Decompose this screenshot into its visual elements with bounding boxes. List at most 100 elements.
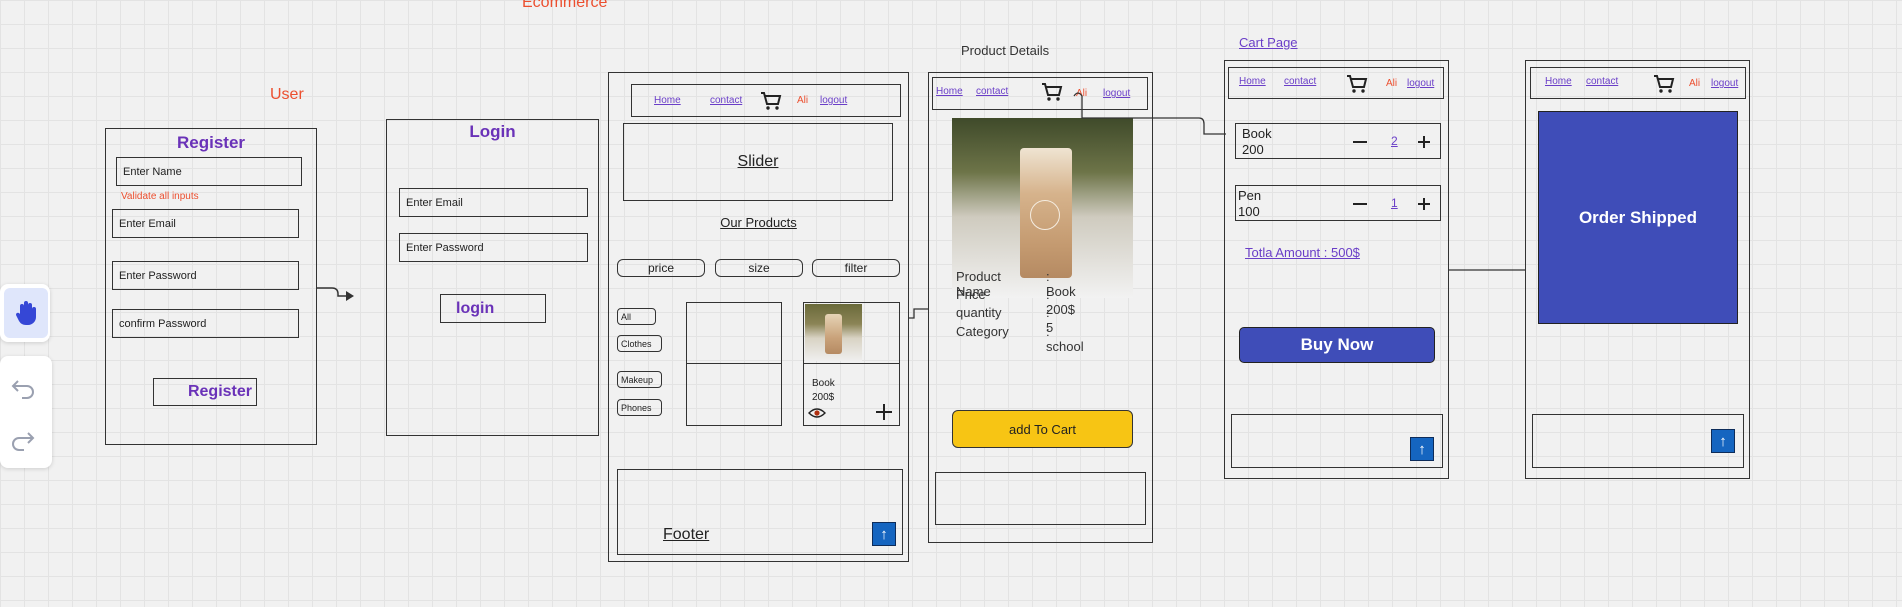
cart-nav-contact[interactable]: contact <box>1284 76 1317 87</box>
home-footer: Footer ↑ <box>617 469 903 555</box>
register-button[interactable]: Register <box>153 378 257 406</box>
email-field[interactable]: Enter Email <box>112 209 299 238</box>
nav-home-link[interactable]: Home <box>654 95 681 106</box>
product-image <box>952 118 1133 298</box>
footer-label: Footer <box>663 526 710 543</box>
shipped-nav-logout[interactable]: logout <box>1711 78 1739 89</box>
detail-label: quantity <box>956 305 1002 320</box>
home-frame: Home contact Ali logout Slider Our Produ… <box>608 72 909 562</box>
detail-value: : 5 <box>1046 305 1054 335</box>
shipped-scroll-top-button[interactable]: ↑ <box>1711 429 1735 453</box>
cart-navbar: Home contact Ali logout <box>1228 67 1444 99</box>
card-price: 200$ <box>812 392 835 403</box>
shipped-nav-home[interactable]: Home <box>1545 76 1572 87</box>
our-products-heading: Our Products <box>720 215 797 230</box>
cart-footer: ↑ <box>1231 414 1443 468</box>
detail-value: : Book <box>1046 269 1076 299</box>
card-divider <box>804 363 899 364</box>
details-nav-contact[interactable]: contact <box>976 86 1009 97</box>
login-title: Login <box>469 122 516 141</box>
validate-note: Validate all inputs <box>121 191 199 202</box>
cart-item-price: 200 <box>1242 142 1264 157</box>
product-grid-placeholder <box>686 302 782 426</box>
category-clothes[interactable]: Clothes <box>617 335 662 352</box>
detail-label: Category <box>956 324 1009 339</box>
confirm-password-field[interactable]: confirm Password <box>112 309 299 338</box>
password-field[interactable]: Enter Password <box>112 261 299 290</box>
minus-icon[interactable] <box>1353 201 1367 207</box>
detail-label: Price <box>956 287 986 302</box>
arrow-up-icon: ↑ <box>1418 440 1426 458</box>
buy-now-button[interactable]: Buy Now <box>1239 327 1435 363</box>
login-email-field[interactable]: Enter Email <box>399 188 588 217</box>
order-shipped-message: Order Shipped <box>1578 207 1698 227</box>
cart-to-shipped-connector <box>1448 269 1526 271</box>
hand-tool-button[interactable] <box>4 288 48 338</box>
cart-icon[interactable] <box>760 91 782 111</box>
shipped-footer: ↑ <box>1532 414 1744 468</box>
card-name: Book <box>812 378 835 389</box>
filter-button[interactable]: filter <box>812 259 900 277</box>
category-phones[interactable]: Phones <box>617 399 662 416</box>
cart-item-name: Pen <box>1238 188 1262 203</box>
login-password-field[interactable]: Enter Password <box>399 233 588 262</box>
left-toolbar <box>0 284 50 342</box>
ecommerce-heading: Ecommerce <box>522 0 608 11</box>
cart-item-name: Book <box>1242 126 1272 141</box>
details-footer <box>935 472 1146 525</box>
size-filter-button[interactable]: size <box>715 259 803 277</box>
login-button[interactable]: login <box>440 294 546 323</box>
arrow-up-icon: ↑ <box>880 525 888 543</box>
order-shipped-panel: Order Shipped <box>1538 111 1738 324</box>
cart-icon[interactable] <box>1346 74 1368 94</box>
category-makeup[interactable]: Makeup <box>617 371 662 388</box>
details-nav-logout[interactable]: logout <box>1103 88 1131 99</box>
details-frame: Home contact Ali logout Product Name : Bo… <box>928 72 1153 543</box>
undo-icon[interactable] <box>10 378 36 399</box>
minus-icon[interactable] <box>1353 139 1367 145</box>
home-navbar: Home contact Ali logout <box>631 84 901 117</box>
home-to-details-connector <box>908 308 928 319</box>
detail-label: Product Name <box>956 269 1001 299</box>
details-to-cart-connector <box>1073 92 1226 135</box>
plus-icon[interactable] <box>1418 136 1430 148</box>
plus-icon[interactable] <box>875 403 893 421</box>
details-nav-home[interactable]: Home <box>936 86 963 97</box>
shipped-navbar: Home contact Ali logout <box>1530 67 1746 99</box>
add-to-cart-button[interactable]: add To Cart <box>952 410 1133 448</box>
cart-page-heading[interactable]: Cart Page <box>1239 35 1298 50</box>
cart-item-price: 100 <box>1238 204 1260 219</box>
register-title: Register <box>176 133 246 152</box>
cart-icon[interactable] <box>1653 74 1675 94</box>
login-frame: Login Enter Email Enter Password login <box>386 119 599 436</box>
slider: Slider <box>623 123 893 201</box>
shipped-nav-contact[interactable]: contact <box>1586 76 1619 87</box>
name-field[interactable]: Enter Name <box>116 157 302 186</box>
cart-nav-home[interactable]: Home <box>1239 76 1266 87</box>
cart-nav-logout[interactable]: logout <box>1407 78 1435 89</box>
details-navbar: Home contact Ali logout <box>932 77 1148 110</box>
cart-frame: Home contact Ali logout Book 200 2 Pen 1… <box>1224 60 1449 479</box>
shipped-nav-user: Ali <box>1689 78 1701 89</box>
drink-logo <box>1030 200 1060 230</box>
drink-glass <box>825 314 842 354</box>
nav-contact-link[interactable]: contact <box>710 95 743 106</box>
nav-user-name: Ali <box>797 95 809 106</box>
redo-icon[interactable] <box>10 430 36 451</box>
product-card[interactable]: Book 200$ <box>803 302 900 426</box>
price-filter-button[interactable]: price <box>617 259 705 277</box>
grid-divider <box>687 363 781 364</box>
detail-value: : school <box>1046 324 1084 354</box>
eye-icon[interactable] <box>808 407 826 419</box>
cart-icon[interactable] <box>1041 82 1063 102</box>
register-frame: Register Enter Name Validate all inputs … <box>105 128 317 445</box>
shipped-frame: Home contact Ali logout Order Shipped ↑ <box>1525 60 1750 479</box>
cart-scroll-top-button[interactable]: ↑ <box>1410 437 1434 461</box>
nav-logout-link[interactable]: logout <box>820 95 848 106</box>
slider-label: Slider <box>737 153 779 170</box>
category-all[interactable]: All <box>617 308 656 325</box>
scroll-top-button[interactable]: ↑ <box>872 522 896 546</box>
plus-icon[interactable] <box>1418 198 1430 210</box>
hand-icon <box>15 301 36 326</box>
details-nav-user: Ali <box>1076 88 1088 99</box>
